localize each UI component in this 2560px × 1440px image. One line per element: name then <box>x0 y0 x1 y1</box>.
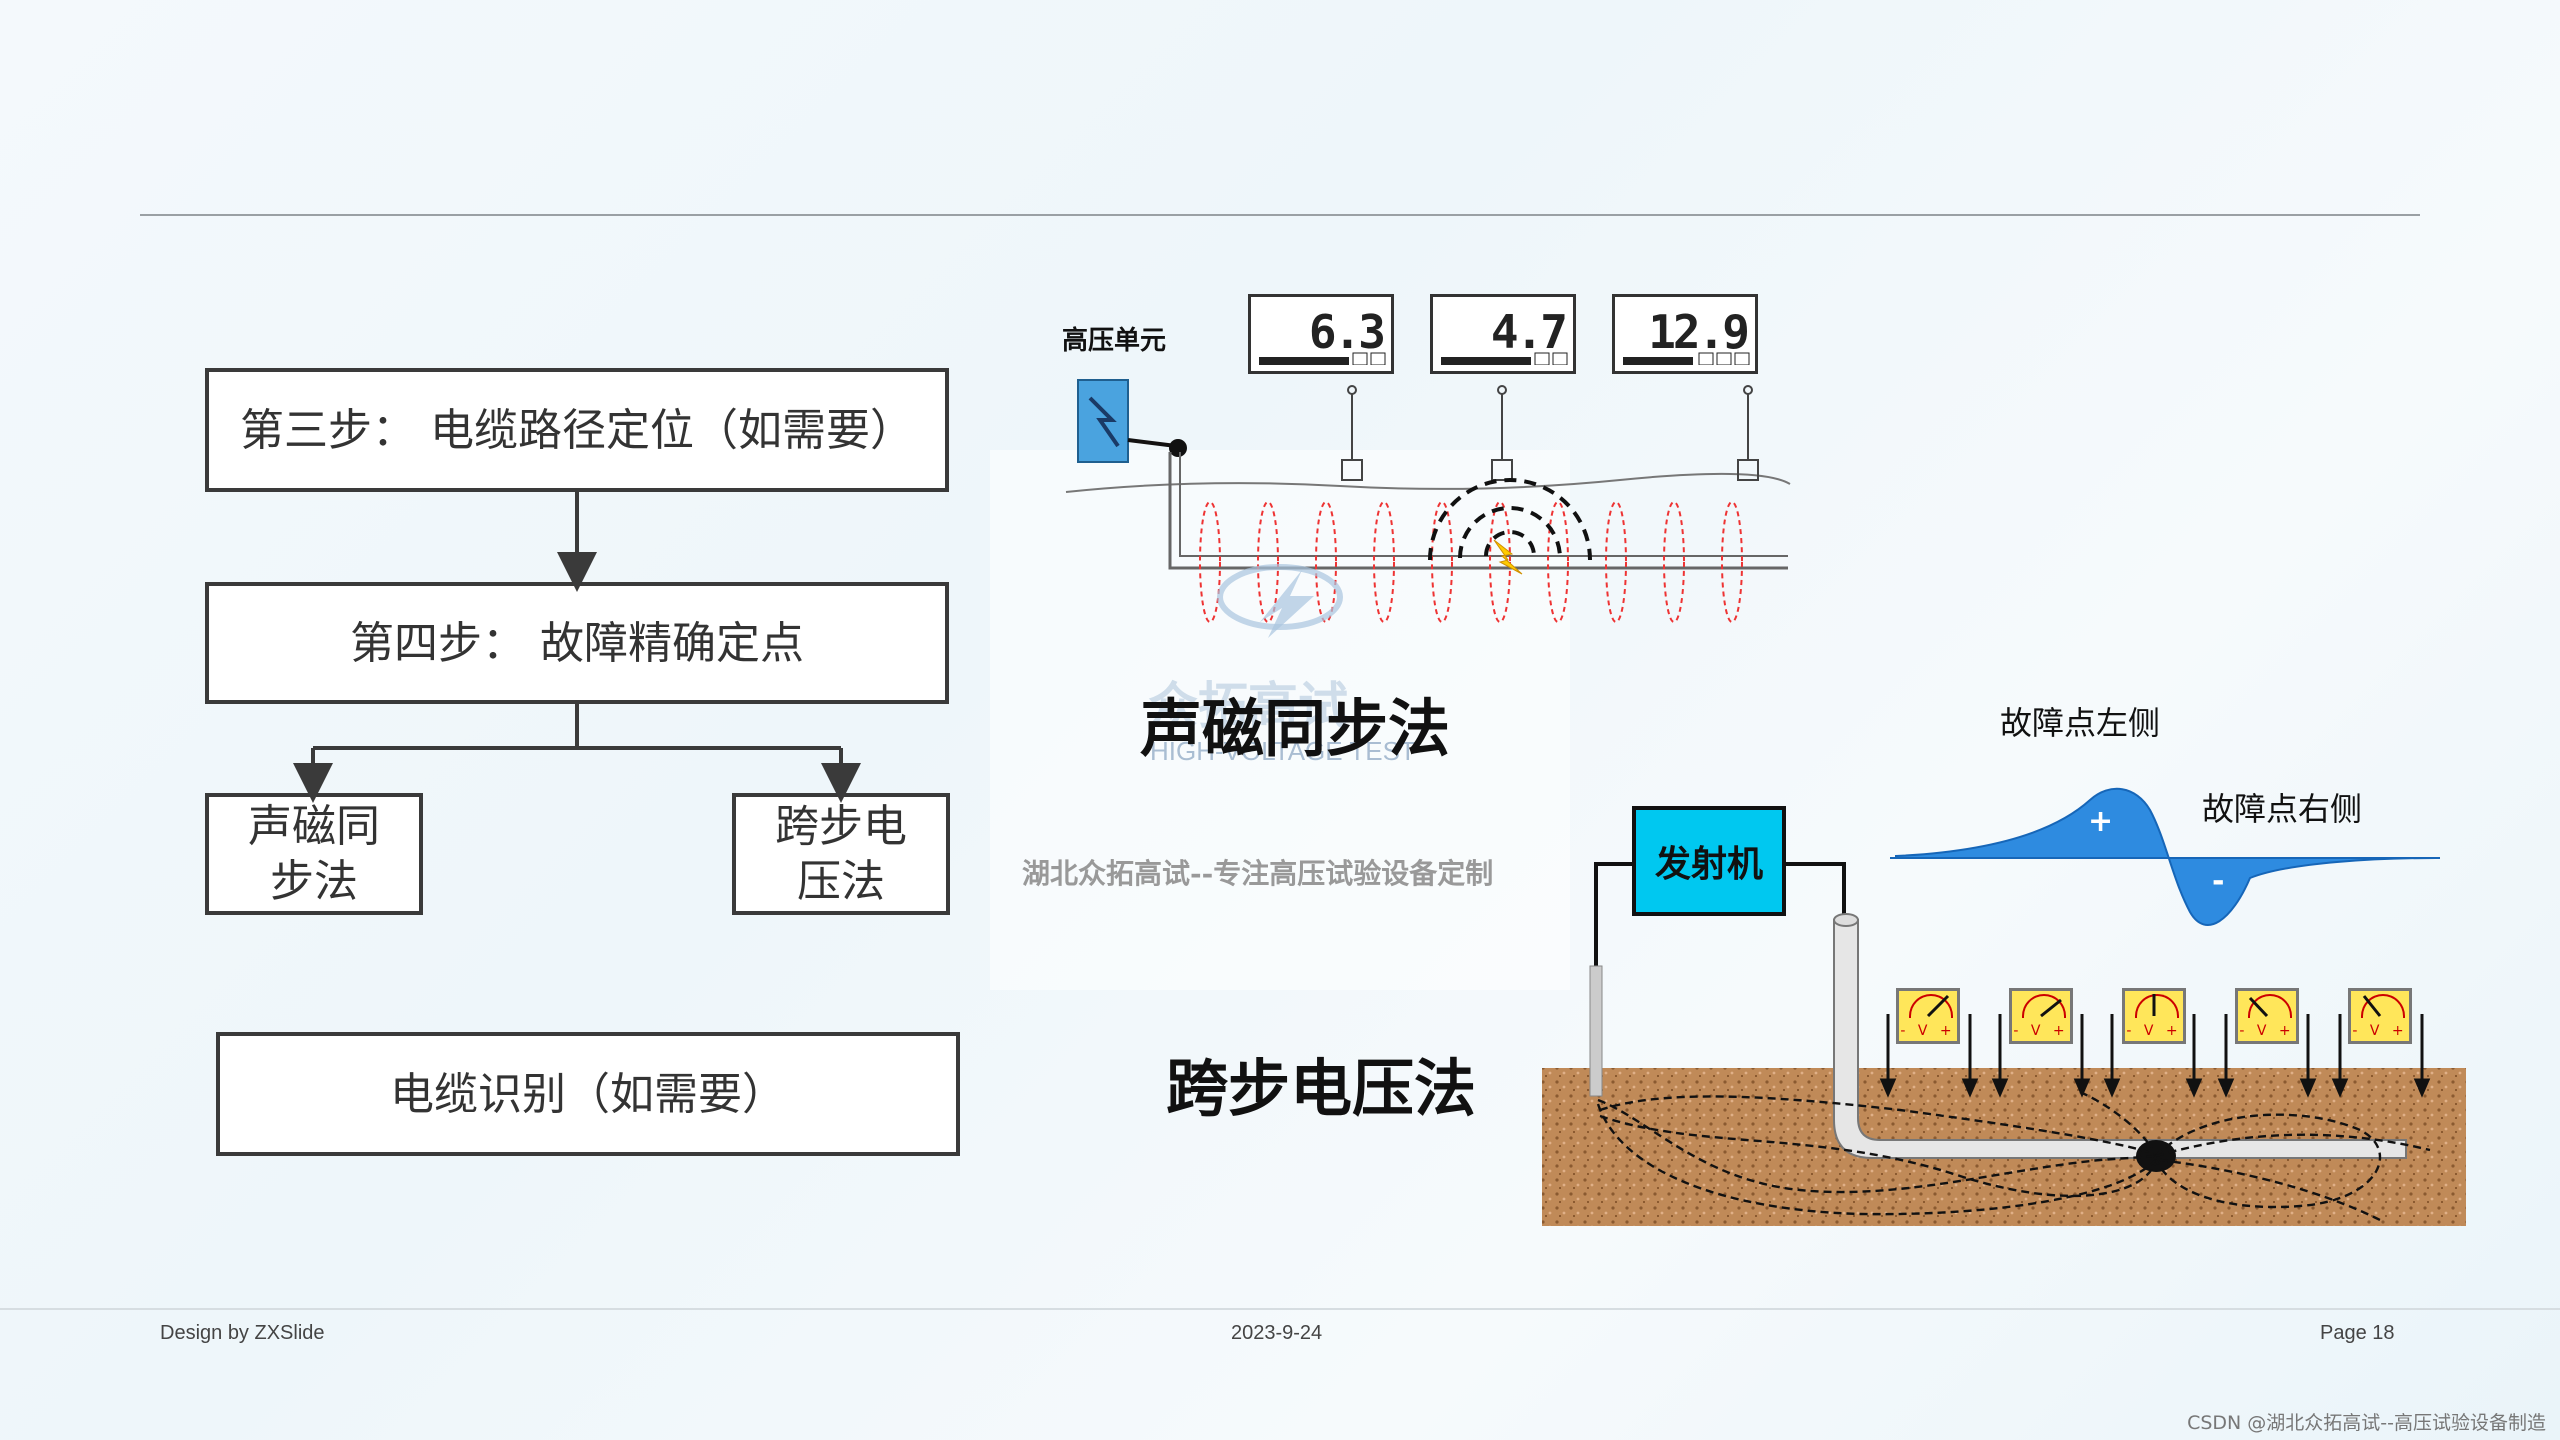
step-voltage-title: 跨步电压法 <box>1166 1052 1477 1125</box>
flowchart-arrows <box>293 492 861 803</box>
meter-2-value: 4.7 <box>1490 305 1568 359</box>
cable-id-box: 电缆识别（如需要） <box>216 1032 960 1156</box>
meter-1: 6.3 <box>1248 294 1394 374</box>
step-voltage-ground-drawing <box>1542 862 2466 1226</box>
method-right-label: 跨步电压法 <box>775 801 907 907</box>
gauge-4-symbol: - V + <box>2239 1023 2295 1039</box>
watermark-logo-icon <box>1217 564 1343 638</box>
transmitter-label: 发射机 <box>1654 844 1763 885</box>
acoustic-cable-drawing <box>1065 379 1791 623</box>
fault-spark-icon <box>1493 539 1523 575</box>
hv-unit-icon <box>1077 379 1129 463</box>
step4-box: 第四步： 故障精确定点 <box>205 582 949 704</box>
fault-left-label: 故障点左侧 <box>2000 704 2161 742</box>
gauge-1: - V + <box>1896 988 1960 1044</box>
gauge-2-symbol: - V + <box>2013 1023 2069 1039</box>
step3-label: 第三步： 电缆路径定位（如需要） <box>240 404 914 456</box>
watermark-slogan: 湖北众拓高试--专注高压试验设备定制 <box>1022 857 1494 890</box>
watermark-panel <box>990 450 1570 990</box>
footer-page: Page 18 <box>2320 1322 2395 1344</box>
meter-1-value: 6.3 <box>1308 305 1386 359</box>
footer-rule <box>0 1308 2560 1310</box>
method-left-label: 声磁同步法 <box>248 801 380 907</box>
gauge-5-symbol: - V + <box>2352 1023 2408 1039</box>
fault-right-label: 故障点右侧 <box>2202 790 2363 828</box>
cable-id-label: 电缆识别（如需要） <box>390 1068 786 1120</box>
gauge-4: - V + <box>2235 988 2299 1044</box>
watermark-english: HIGH-VOLTAGE TEST <box>1150 736 1416 766</box>
gauge-3-symbol: - V + <box>2126 1023 2182 1039</box>
header-rule <box>140 214 2420 216</box>
step4-label: 第四步： 故障精确定点 <box>350 617 804 669</box>
hv-unit-label: 高压单元 <box>1062 326 1167 356</box>
meter-2: 4.7 <box>1430 294 1576 374</box>
watermark-brand: 众拓高试 <box>1148 677 1348 735</box>
step3-box: 第三步： 电缆路径定位（如需要） <box>205 368 949 492</box>
meter-3-value: 12.9 <box>1648 305 1750 359</box>
footer-design: Design by ZXSlide <box>160 1322 325 1344</box>
transmitter-box: 发射机 <box>1632 806 1786 916</box>
wave-minus-label: - <box>2212 864 2225 899</box>
meter-3: 12.9 <box>1612 294 1758 374</box>
acoustic-title: 声磁同步法 <box>1140 692 1451 765</box>
method-right-box: 跨步电压法 <box>732 793 950 915</box>
meter-2-bar-icon <box>1441 352 1568 365</box>
step-voltage-waveform <box>1890 787 2440 926</box>
csdn-credit: CSDN @湖北众拓高试--高压试验设备制造 <box>2187 1412 2546 1434</box>
meter-3-bar-icon <box>1623 352 1750 365</box>
gauge-1-symbol: - V + <box>1900 1023 1956 1039</box>
meter-1-bar-icon <box>1259 352 1386 365</box>
wave-plus-label: + <box>2088 804 2114 839</box>
gauge-needles <box>1926 994 2382 1018</box>
footer-date: 2023-9-24 <box>1231 1322 1323 1344</box>
